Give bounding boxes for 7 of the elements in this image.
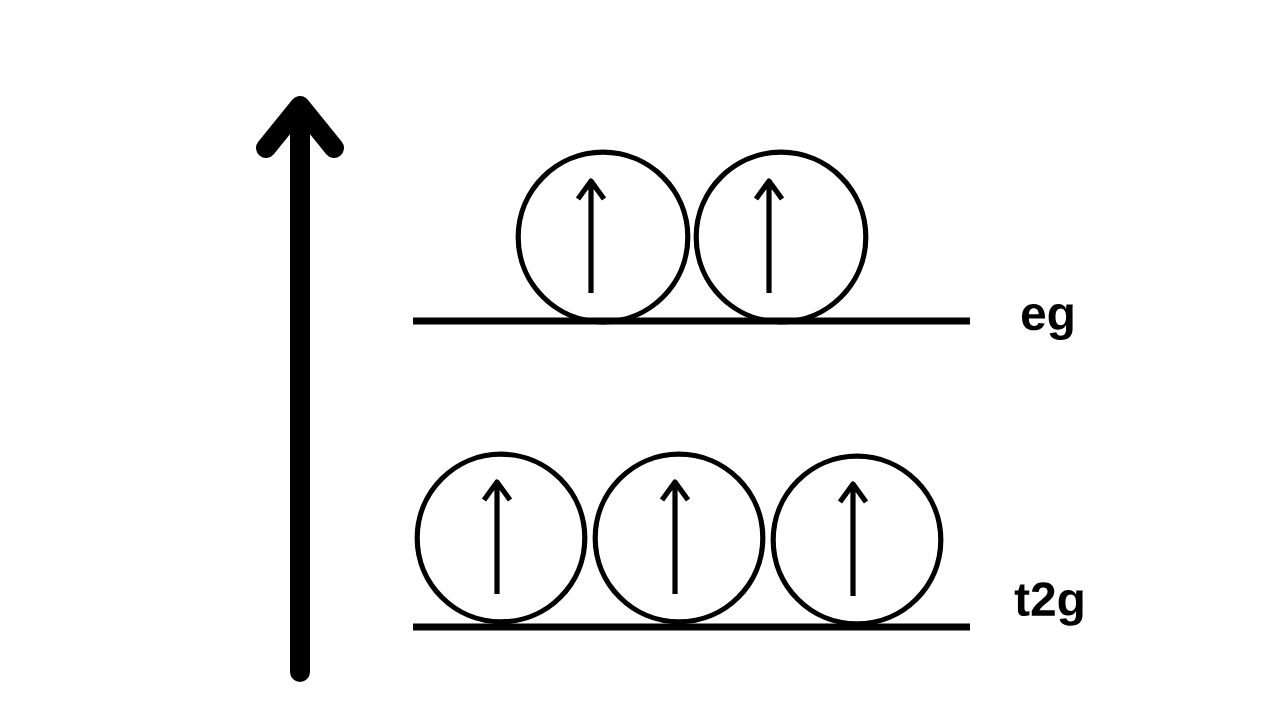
level-label: t2g — [1014, 582, 1083, 626]
level-label: eg — [1022, 304, 1073, 340]
orbital-circle — [770, 453, 944, 627]
orbital-circle — [592, 451, 766, 625]
orbital-circle — [693, 149, 869, 325]
orbital-circle — [515, 149, 691, 325]
orbital-circle — [414, 451, 588, 625]
